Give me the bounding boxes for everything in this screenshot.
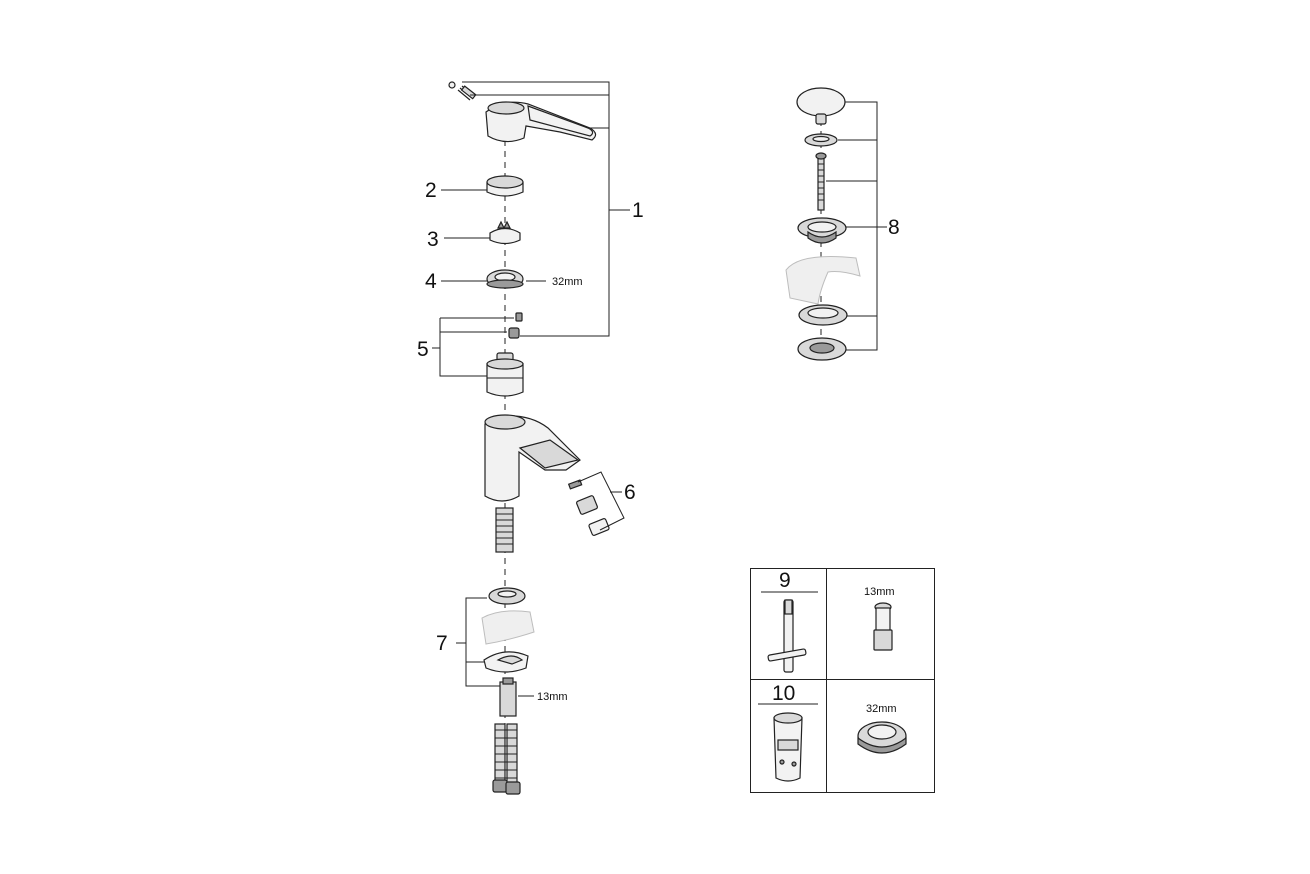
part-label-1: 1 <box>632 199 644 222</box>
ring-part <box>486 269 524 289</box>
drain-flange-part <box>797 217 847 244</box>
part-label-10: 10 <box>772 682 795 705</box>
drain-nut-part <box>798 304 848 326</box>
tool-10-size-label: 32mm <box>866 703 897 715</box>
part-label-3: 3 <box>427 228 439 251</box>
t-wrench-icon <box>767 599 807 673</box>
basin-ghost <box>785 256 861 305</box>
ring-key-icon <box>857 721 907 754</box>
part-label-8: 8 <box>888 216 900 239</box>
socket-key-icon <box>873 602 893 651</box>
part-label-4: 4 <box>425 270 437 293</box>
drain-body-part <box>797 337 847 361</box>
part-label-6: 6 <box>624 481 636 504</box>
threaded-stub-part <box>495 507 514 553</box>
cartridge-tool-icon <box>773 712 803 782</box>
valve-size-label: 13mm <box>537 691 568 703</box>
lever-handle-part <box>485 101 597 143</box>
drain-assembly: 8 <box>785 87 900 361</box>
tools-table: 9 13mm 10 <box>750 568 935 793</box>
cartridge-part <box>486 312 524 397</box>
handle-screw-part <box>448 81 477 101</box>
drain-cap-part <box>796 87 846 125</box>
faucet-assembly: 1 2 3 4 5 6 7 32mm 13mm <box>417 81 644 795</box>
drain-bolt-part <box>815 152 827 211</box>
part-label-5: 5 <box>417 338 429 361</box>
tool-cell-10: 10 <box>758 682 818 782</box>
part-label-9: 9 <box>779 569 791 592</box>
adapter-part <box>489 220 521 245</box>
part-label-7: 7 <box>436 632 448 655</box>
supply-hoses-part <box>492 723 521 795</box>
cap-part <box>486 175 524 197</box>
tool-9-size-label: 13mm <box>864 586 895 598</box>
faucet-body-part <box>484 414 581 502</box>
tool-cell-9: 9 <box>761 569 818 673</box>
mounting-set-part <box>481 587 535 717</box>
drain-washer-part <box>804 133 838 147</box>
tool-cell-13mm: 13mm <box>864 586 895 651</box>
aerator-part <box>567 479 610 536</box>
tool-cell-32mm: 32mm <box>857 703 907 754</box>
part-label-2: 2 <box>425 179 437 202</box>
seal-size-label: 32mm <box>552 276 583 288</box>
